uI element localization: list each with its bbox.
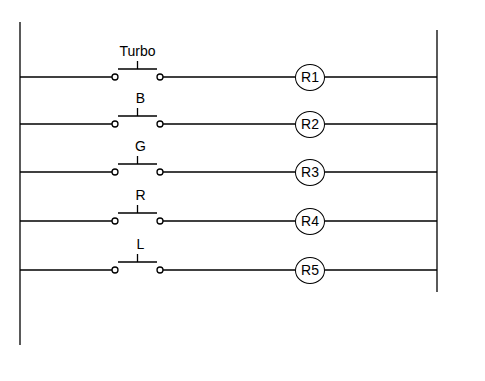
- contact-terminal: [112, 169, 118, 175]
- contact-label: L: [137, 237, 145, 251]
- contact-stem: [137, 205, 138, 213]
- contact-label: B: [136, 91, 145, 105]
- rung-wire: [20, 76, 112, 77]
- contact-label: G: [135, 139, 146, 153]
- rung-wire: [163, 269, 295, 270]
- contact-terminal: [157, 74, 163, 80]
- contact-stem: [137, 254, 138, 262]
- contact-label: Turbo: [119, 44, 155, 58]
- right-rail: [436, 30, 437, 292]
- contact-terminal: [112, 74, 118, 80]
- contact-stem: [137, 108, 138, 116]
- relay-coil: R1: [295, 64, 325, 91]
- contact-terminal: [157, 267, 163, 273]
- rung-wire: [325, 220, 437, 221]
- relay-coil: R2: [295, 111, 325, 138]
- contact-terminal: [157, 169, 163, 175]
- contact-terminal: [157, 121, 163, 127]
- rung-wire: [20, 269, 112, 270]
- relay-coil: R3: [295, 159, 325, 186]
- rung-wire: [325, 269, 437, 270]
- rung-wire: [20, 123, 112, 124]
- contact-terminal: [157, 218, 163, 224]
- relay-coil: R5: [295, 257, 325, 284]
- contact-terminal: [112, 267, 118, 273]
- coil-label: R4: [301, 214, 319, 228]
- rung-wire: [163, 123, 295, 124]
- contact-terminal: [112, 218, 118, 224]
- rung-wire: [325, 76, 437, 77]
- contact-stem: [137, 61, 138, 69]
- rung-wire: [163, 220, 295, 221]
- rung-wire: [20, 220, 112, 221]
- contact-label: R: [135, 188, 145, 202]
- left-rail: [19, 22, 20, 345]
- coil-label: R1: [301, 70, 319, 84]
- rung-wire: [163, 76, 295, 77]
- coil-label: R2: [301, 117, 319, 131]
- coil-label: R5: [301, 263, 319, 277]
- coil-label: R3: [301, 165, 319, 179]
- relay-coil: R4: [295, 208, 325, 235]
- rung-wire: [325, 123, 437, 124]
- rung-wire: [20, 171, 112, 172]
- contact-terminal: [112, 121, 118, 127]
- rung-wire: [325, 171, 437, 172]
- contact-stem: [137, 156, 138, 164]
- rung-wire: [163, 171, 295, 172]
